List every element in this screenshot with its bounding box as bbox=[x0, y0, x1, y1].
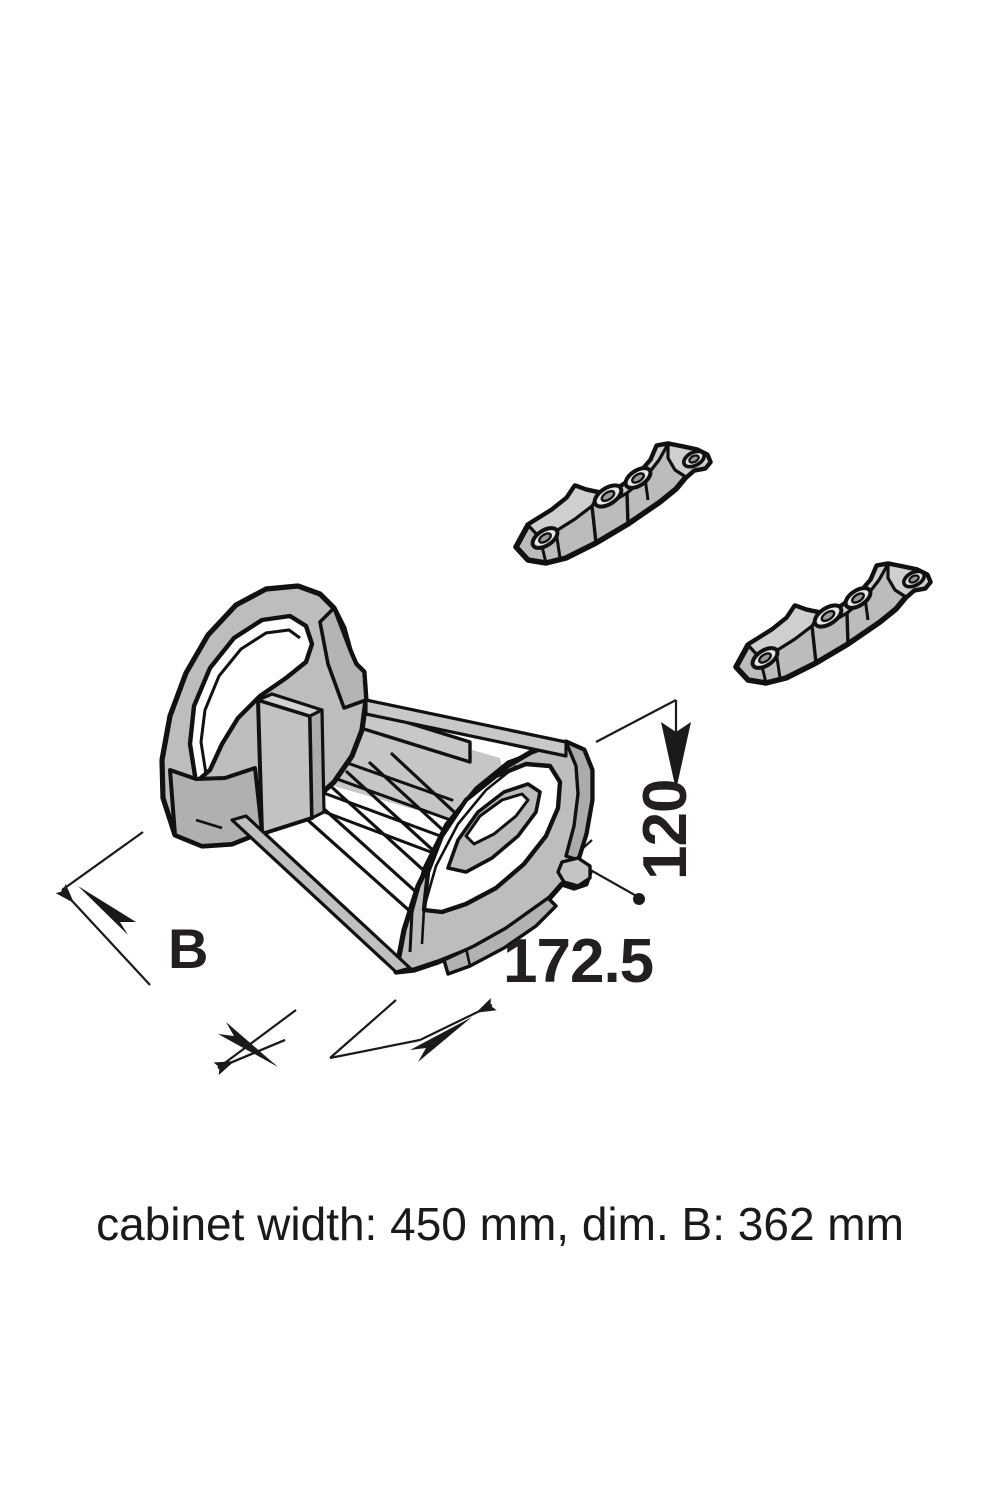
dim-1725-arrowhead bbox=[410, 1017, 472, 1062]
dim-120-dot-terminator bbox=[633, 893, 645, 905]
bracket-lower-edge-b bbox=[845, 612, 850, 645]
bracket-upper-screwhole-1-inner bbox=[538, 532, 552, 544]
dim-b-witness-top bbox=[61, 831, 144, 891]
dim-label-172-5: 172.5 bbox=[503, 927, 653, 996]
dim-label-120: 120 bbox=[631, 780, 700, 880]
basket-left-base-notch bbox=[195, 818, 223, 830]
dim-1725-line-b bbox=[419, 998, 497, 1041]
dim-1725-witness-left bbox=[329, 999, 397, 1059]
bracket-lower-screwhole-3-inner bbox=[851, 592, 865, 604]
dim-1725-line-a bbox=[329, 1038, 421, 1060]
dim-label-b: B bbox=[168, 917, 208, 980]
mounting-bracket-lower bbox=[733, 561, 933, 686]
basket-right-plate-lip-1 bbox=[408, 748, 541, 953]
dim-120-witness-top bbox=[595, 699, 677, 743]
bracket-lower-screwhole-1-inner bbox=[758, 652, 772, 664]
bracket-lower-screwhole-4-inner bbox=[908, 574, 920, 584]
basket-right-foot-chamfer bbox=[442, 896, 558, 976]
dim-b-witness-bottom bbox=[217, 1009, 297, 1069]
basket-right-end-plate bbox=[393, 739, 595, 976]
basket-front-bottom-rail bbox=[230, 814, 412, 974]
dim-b-arrowhead-lower bbox=[218, 1022, 278, 1067]
dim-b-arrowhead-upper bbox=[78, 886, 136, 935]
basket-left-end-plate bbox=[159, 583, 369, 849]
basket-left-handle-cutout bbox=[187, 613, 315, 785]
figure-caption: cabinet width: 450 mm, dim. B: 362 mm bbox=[96, 1198, 904, 1250]
basket-left-divider-side bbox=[308, 708, 326, 820]
bracket-lower-edge-a bbox=[810, 625, 818, 664]
basket-right-handle-slot bbox=[464, 792, 530, 846]
basket-right-foot-edge bbox=[464, 947, 472, 967]
basket-left-handle-inner-lip bbox=[199, 628, 301, 775]
bracket-lower-screwhole-2-inner bbox=[820, 609, 836, 623]
bracket-upper-screwhole-4-inner bbox=[688, 454, 700, 464]
dim-120-arrowhead-top bbox=[661, 722, 691, 790]
bracket-upper-screwhole-2-inner bbox=[600, 489, 616, 503]
basket-upper-back-connector bbox=[364, 698, 568, 758]
basket-left-divider-panel bbox=[256, 698, 314, 836]
dim-b-line-upper bbox=[55, 883, 151, 986]
dim-b-line-lower-arrow bbox=[213, 1038, 286, 1075]
bracket-upper-edge-b bbox=[625, 492, 630, 525]
basket-right-plate-lip-2 bbox=[420, 764, 517, 945]
bracket-upper-edge-a bbox=[590, 505, 598, 544]
bracket-upper-screwhole-3-inner bbox=[631, 472, 645, 484]
dimension-arrowheads bbox=[78, 722, 691, 1067]
basket-right-roller-boss bbox=[556, 856, 592, 888]
basket-assembly bbox=[159, 583, 595, 976]
mounting-bracket-upper bbox=[513, 441, 713, 566]
